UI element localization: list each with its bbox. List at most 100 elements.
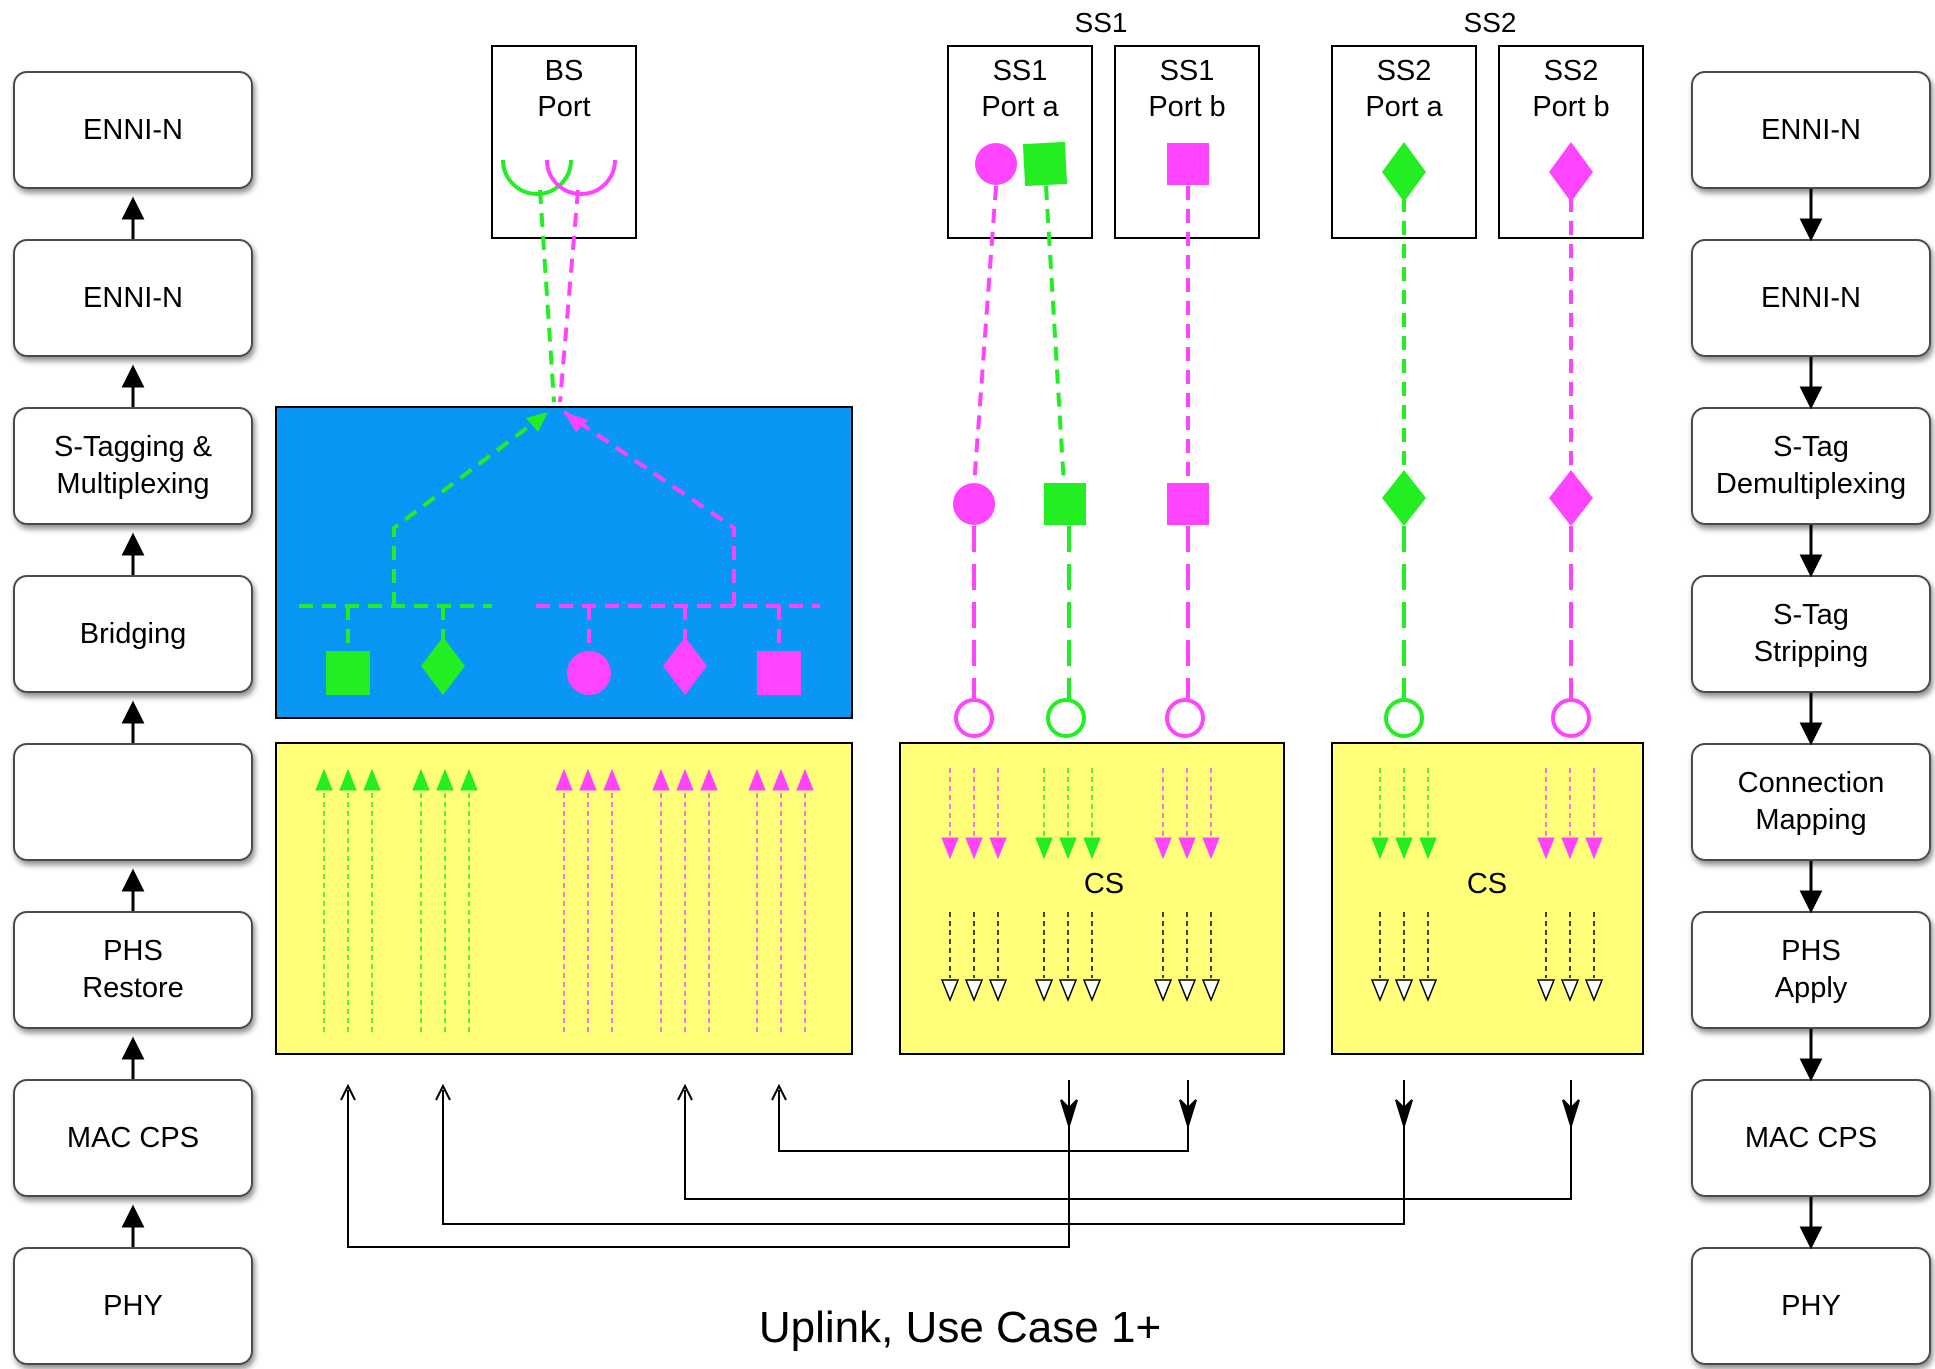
routing-lines: [347, 1080, 1572, 1248]
arrow-up-icon: [796, 768, 814, 791]
square-icon: [1167, 143, 1209, 185]
arrow-up-icon: [772, 768, 790, 791]
square-icon: [757, 651, 801, 695]
routing-arrowheads: [340, 1083, 1580, 1130]
ss1-cs-label: CS: [1084, 868, 1124, 900]
arrow-up-icon: [579, 768, 597, 791]
right-arrow-down: [1799, 525, 1823, 578]
right-stack-s-tag-stripping: S-Tag Stripping: [1691, 575, 1931, 693]
right-stack-label: PHS Apply: [1774, 935, 1848, 1004]
arrow-up-icon: [555, 768, 573, 791]
ss2-cs-panel: [1331, 742, 1644, 1055]
right-stack-label: ENNI-N: [1761, 113, 1861, 146]
arrow-up-icon: [603, 768, 621, 791]
magenta-uplink-path: [562, 410, 736, 606]
arrow-down-icon: [1537, 837, 1555, 860]
right-arrow-down: [1799, 1029, 1823, 1082]
bridge-box: [275, 406, 853, 719]
arrow-down-icon: [1060, 1099, 1078, 1130]
ss1-port-b-label: SS1 Port b: [1148, 55, 1226, 123]
ss1a-magenta-flow: [972, 185, 998, 487]
left-arrow-up: [121, 196, 145, 239]
right-stack-s-tag-demux: S-Tag Demultiplexing: [1691, 407, 1931, 525]
ss2-cs-label: CS: [1467, 868, 1507, 900]
ss1-cs-panel: [899, 742, 1285, 1055]
green-arrowhead: [526, 412, 548, 432]
left-stack-bridging: Bridging: [13, 575, 253, 693]
arrow-down-icon: [1371, 837, 1389, 860]
arrow-up-icon: [676, 768, 694, 791]
diamond-icon: [421, 637, 465, 695]
route-ss2b-to-bs: [684, 1080, 1572, 1200]
right-stack-label: S-Tag Stripping: [1753, 599, 1869, 668]
left-stack-enni-n-1: ENNI-N: [13, 71, 253, 189]
arrow-down-icon: [964, 979, 984, 1003]
magenta-port-arc: [545, 159, 617, 196]
arrow-down-icon: [989, 837, 1007, 860]
cs-drop-lines: [972, 526, 1573, 700]
square-icon: [326, 651, 370, 695]
left-stack-empty: [13, 743, 253, 861]
diamond-icon: [1549, 142, 1593, 202]
arrow-down-icon: [1178, 837, 1196, 860]
arrow-down-icon: [940, 979, 960, 1003]
left-arrow-up: [121, 700, 145, 743]
arrow-down-icon: [1418, 979, 1438, 1003]
arrow-down-icon: [1179, 1099, 1197, 1130]
magenta-bs-link: [558, 189, 580, 403]
left-stack-label: PHS Restore: [82, 935, 184, 1004]
sf-endpoint-icon: [1384, 698, 1424, 738]
diamond-icon: [1382, 470, 1426, 526]
arrow-up-icon: [700, 768, 718, 791]
left-stack-label: MAC CPS: [66, 1121, 200, 1154]
right-arrow-down: [1799, 189, 1823, 242]
arrow-down-icon: [941, 837, 959, 860]
arrow-down-icon: [1034, 979, 1054, 1003]
left-stack-phy: PHY: [13, 1247, 253, 1365]
left-arrow-up: [121, 1036, 145, 1079]
arrow-down-icon: [1419, 837, 1437, 860]
diamond-icon: [663, 637, 707, 695]
right-stack-label: PHY: [1781, 1289, 1841, 1322]
arrow-up-icon: [363, 768, 381, 791]
square-icon: [1167, 483, 1209, 525]
circle-icon: [953, 483, 995, 525]
bs-port-box: BS Port: [491, 45, 637, 239]
left-stack-label: ENNI-N: [83, 281, 183, 314]
right-arrow-down: [1799, 357, 1823, 410]
left-stack-s-tagging: S-Tagging & Multiplexing: [13, 407, 253, 525]
sf-endpoint-icon: [1165, 698, 1205, 738]
arrow-down-icon: [1560, 979, 1580, 1003]
ss1a-green-flow: [1044, 185, 1066, 487]
ss2-group-label: SS2: [1464, 7, 1517, 38]
bridge-internals: [299, 410, 820, 650]
right-arrow-down: [1799, 693, 1823, 746]
diamond-icon: [1549, 470, 1593, 526]
arrow-up-icon: [748, 768, 766, 791]
right-stack-label: Connection Mapping: [1737, 767, 1885, 836]
arrow-up-icon: [315, 768, 333, 791]
diagram-caption: Uplink, Use Case 1+: [759, 1303, 1161, 1352]
arrow-up-icon: [412, 768, 430, 791]
ss2-port-b-label: SS2 Port b: [1532, 55, 1610, 123]
arrow-up-icon: [436, 768, 454, 791]
arrow-down-icon: [965, 837, 983, 860]
green-bs-link: [538, 189, 556, 403]
arrow-down-icon: [1395, 837, 1413, 860]
right-stack-label: S-Tag Demultiplexing: [1715, 431, 1907, 500]
ss2-port-a-label: SS2 Port a: [1365, 55, 1443, 123]
left-arrow-up: [121, 364, 145, 407]
square-icon: [1044, 483, 1086, 525]
arrow-down-icon: [1058, 979, 1078, 1003]
right-stack-label: MAC CPS: [1744, 1121, 1878, 1154]
left-stack-enni-n-2: ENNI-N: [13, 239, 253, 357]
green-uplink-path: [392, 410, 550, 606]
arrow-up-icon: [339, 768, 357, 791]
left-arrow-up: [121, 1204, 145, 1247]
left-stack-label: PHY: [103, 1289, 163, 1322]
arrow-down-icon: [1035, 837, 1053, 860]
arrow-down-icon: [1561, 837, 1579, 860]
left-arrow-up: [121, 532, 145, 575]
